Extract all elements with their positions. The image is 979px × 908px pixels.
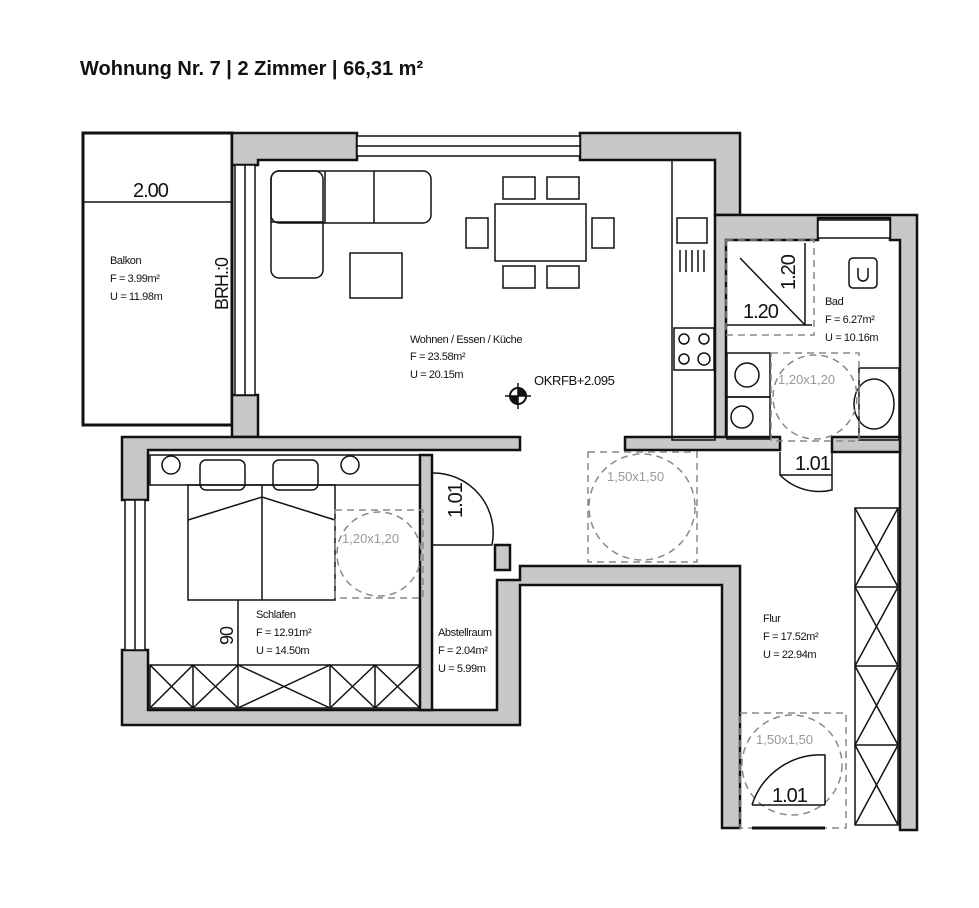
- toilet-icon: [848, 257, 878, 289]
- bed: [149, 454, 421, 601]
- entrance-door-width: 1.01: [772, 785, 808, 807]
- level-marker: OKRFB+2.095: [534, 373, 615, 388]
- room-perimeter-schlafen: U = 14.50m: [256, 645, 309, 657]
- shower: [726, 243, 812, 326]
- room-perimeter-bad: U = 10.16m: [825, 332, 878, 344]
- room-perimeter-abstell: U = 5.99m: [438, 663, 486, 675]
- sink-icon: [853, 367, 900, 441]
- turning-circle-schlafen: 1,20x1,20: [342, 531, 399, 546]
- level-marker-icon: [505, 383, 531, 409]
- room-perimeter-balkon: U = 11.98m: [110, 291, 163, 303]
- room-perimeter-wohnen: U = 20.15m: [410, 369, 463, 381]
- kitchen-counter: [671, 159, 716, 441]
- schlafen-door[interactable]: [431, 472, 494, 546]
- windows: [124, 135, 891, 651]
- room-area-flur: F = 17.52m²: [763, 631, 819, 643]
- room-name-flur: Flur: [763, 613, 781, 625]
- wardrobe-flur: [854, 507, 899, 826]
- turning-circle-flur: 1,50x1,50: [756, 732, 813, 747]
- room-name-balkon: Balkon: [110, 255, 142, 267]
- bed-clearance: 90: [217, 626, 237, 645]
- shower-height: 1.20: [778, 254, 800, 290]
- wardrobe-bedroom: [149, 664, 421, 709]
- coffee-table: [349, 252, 403, 299]
- brh-label: BRH.:0: [212, 257, 232, 310]
- room-area-balkon: F = 3.99m²: [110, 273, 160, 285]
- room-area-abstell: F = 2.04m²: [438, 645, 488, 657]
- sofa: [270, 170, 432, 279]
- bad-door[interactable]: [779, 452, 833, 493]
- dining-table: [465, 176, 615, 289]
- room-name-schlafen: Schlafen: [256, 609, 296, 621]
- room-name-wohnen: Wohnen / Essen / Küche: [410, 334, 522, 346]
- turning-circle-wohnen: 1,50x1,50: [607, 469, 664, 484]
- entrance-door[interactable]: [751, 754, 826, 806]
- room-area-schlafen: F = 12.91m²: [256, 627, 312, 639]
- room-area-bad: F = 6.27m²: [825, 314, 875, 326]
- balcony-outline: [81, 131, 234, 427]
- shower-width: 1.20: [743, 301, 779, 323]
- balcony-width: 2.00: [133, 180, 169, 202]
- washer-dryer-icon: [726, 352, 771, 440]
- schlafen-door-width: 1.01: [445, 482, 467, 518]
- room-perimeter-flur: U = 22.94m: [763, 649, 816, 661]
- room-name-bad: Bad: [825, 296, 844, 308]
- bad-door-width: 1.01: [795, 453, 831, 475]
- page-title: Wohnung Nr. 7 | 2 Zimmer | 66,31 m²: [80, 58, 424, 80]
- turning-circle-bad: 1,20x1,20: [778, 372, 835, 387]
- room-area-wohnen: F = 23.58m²: [410, 351, 466, 363]
- room-name-abstell: Abstellraum: [438, 627, 492, 639]
